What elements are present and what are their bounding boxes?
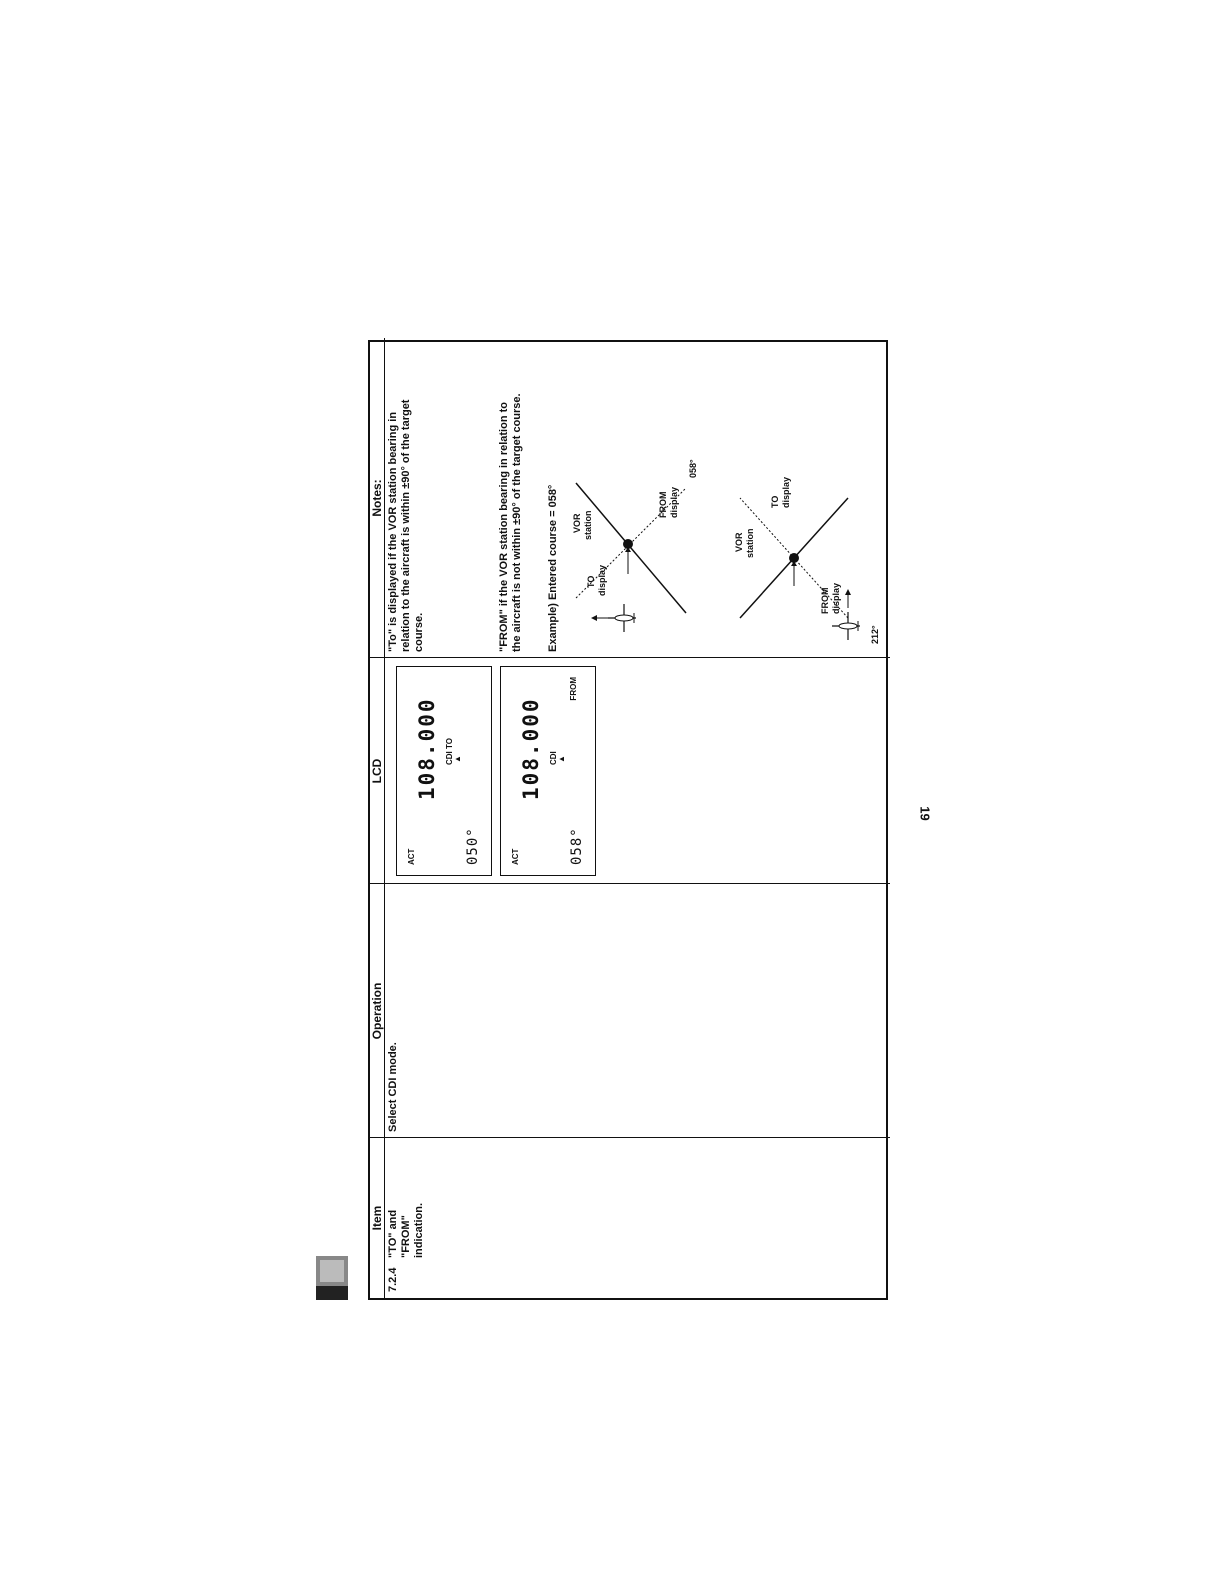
- note-line: course.: [413, 612, 425, 652]
- diagram-vor-label: station: [583, 510, 593, 540]
- lcd-course: 050°: [465, 827, 481, 865]
- vor-diagram-212: VOR station TO display FROM display 212°: [734, 477, 880, 644]
- instruction-table: Item Operation LCD Notes: 7.2.4 "TO" and…: [368, 338, 890, 1300]
- item-title-line: "TO" and: [387, 1209, 399, 1258]
- diagram-to-label: display: [597, 565, 607, 596]
- note-from: "FROM" if the VOR station bearing in rel…: [498, 342, 524, 652]
- diagram-from-label: FROM: [820, 588, 830, 615]
- note-example: Example) Entered course = 058°: [547, 484, 559, 652]
- item-title-line: "FROM": [400, 1215, 412, 1258]
- lcd-act-label: ACT: [511, 848, 520, 865]
- diagram-course-label: 212°: [870, 625, 880, 644]
- note-to: "To" is displayed if the VOR station bea…: [387, 342, 426, 652]
- header-item: Item: [370, 1205, 384, 1231]
- note-line: "To" is displayed if the VOR station bea…: [387, 411, 399, 652]
- diagram-to-label: TO: [770, 496, 780, 508]
- lcd-display-to: ACT 108.000 CDI TO ▲ 050°: [396, 666, 492, 876]
- item-title-line: indication.: [413, 1203, 425, 1258]
- lcd-course: 058°: [569, 827, 585, 865]
- aircraft-icon: [832, 589, 860, 640]
- note-line: the aircraft is not within ±90° of the t…: [511, 393, 523, 652]
- lcd-from-flag: FROM: [569, 677, 578, 701]
- diagram-to-label: display: [781, 477, 791, 508]
- rotated-table-page: Item Operation LCD Notes: 7.2.4 "TO" and…: [368, 338, 890, 1300]
- diagram-vor-label: VOR: [572, 513, 582, 533]
- column-divider-1: [370, 1137, 890, 1138]
- vor-diagram-058: VOR station TO display FROM display 058°: [572, 459, 698, 632]
- column-divider-2: [370, 883, 890, 884]
- lcd-display-from: ACT 108.000 CDI ▲ 058° FROM: [500, 666, 596, 876]
- item-number: 7.2.4: [387, 1267, 399, 1292]
- item-title: "TO" and "FROM" indication.: [387, 1203, 426, 1258]
- note-line: relation to the aircraft is within ±90° …: [400, 399, 412, 652]
- note-line: "FROM" if the VOR station bearing in rel…: [498, 402, 510, 652]
- header-operation: Operation: [370, 982, 384, 1040]
- vor-station-dot: [789, 553, 799, 563]
- lcd-frequency: 108.000: [519, 697, 543, 800]
- diagram-from-label: display: [669, 487, 679, 518]
- arrow-head-icon: [791, 561, 797, 566]
- lcd-frequency: 108.000: [415, 697, 439, 800]
- lcd-pointer-icon: ▲: [453, 755, 462, 763]
- diagram-from-label: FROM: [658, 492, 668, 519]
- operation-text: Select CDI mode.: [387, 1042, 399, 1132]
- vor-station-dot: [623, 539, 633, 549]
- lcd-pointer-icon: ▲: [557, 755, 566, 763]
- diagram-from-label: display: [831, 583, 841, 614]
- lcd-act-label: ACT: [407, 848, 416, 865]
- scan-artifact: [316, 1256, 348, 1300]
- diagram-vor-label: station: [745, 528, 755, 558]
- header-divider: [384, 338, 385, 1298]
- aircraft-icon: [591, 604, 636, 632]
- diagram-vor-label: VOR: [734, 532, 744, 552]
- arrow-head-icon: [625, 547, 631, 552]
- header-lcd: LCD: [370, 758, 384, 784]
- diagram-course-label: 058°: [688, 459, 698, 478]
- header-notes: Notes:: [370, 479, 384, 517]
- diagram-to-label: TO: [586, 576, 596, 588]
- page-number: 19: [917, 806, 933, 821]
